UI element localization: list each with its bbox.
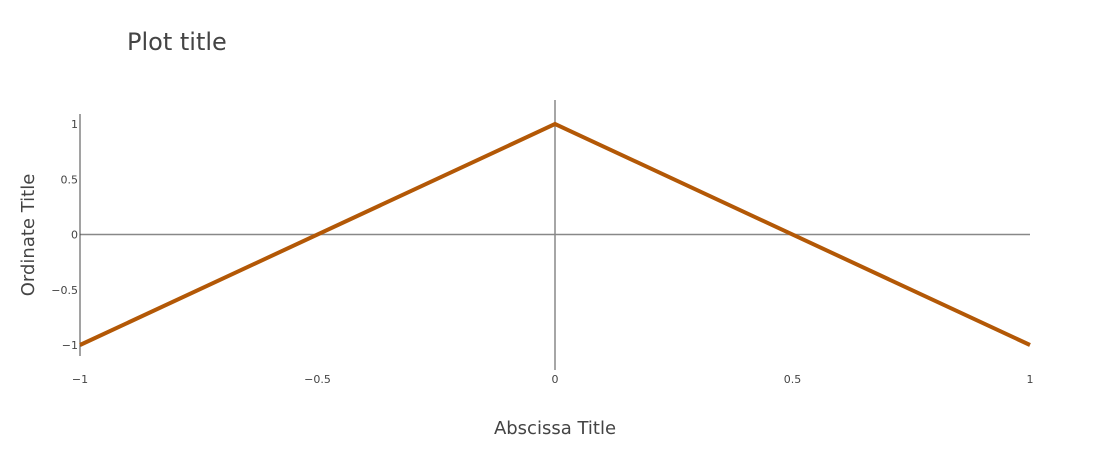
x-tick-label: 0.5	[784, 373, 802, 386]
x-axis-title: Abscissa Title	[494, 418, 616, 439]
x-tick-label: −1	[72, 373, 88, 386]
y-tick-label: 0	[71, 229, 78, 242]
x-tick-label: −0.5	[304, 373, 331, 386]
x-tick-label: 1	[1027, 373, 1034, 386]
y-tick-label: 1	[71, 118, 78, 131]
y-tick-label: 0.5	[61, 173, 79, 186]
chart-title: Plot title	[127, 28, 227, 56]
plot-area: −1 −0.5 0 0.5 1 −1 −0.5 0 0.5 1	[51, 100, 1034, 386]
x-tick-label: 0	[552, 373, 559, 386]
series-line	[79, 121, 1031, 347]
y-tick-label: −0.5	[51, 284, 78, 297]
y-axis-title: Ordinate Title	[18, 174, 39, 297]
y-tick-label: −1	[62, 339, 78, 352]
